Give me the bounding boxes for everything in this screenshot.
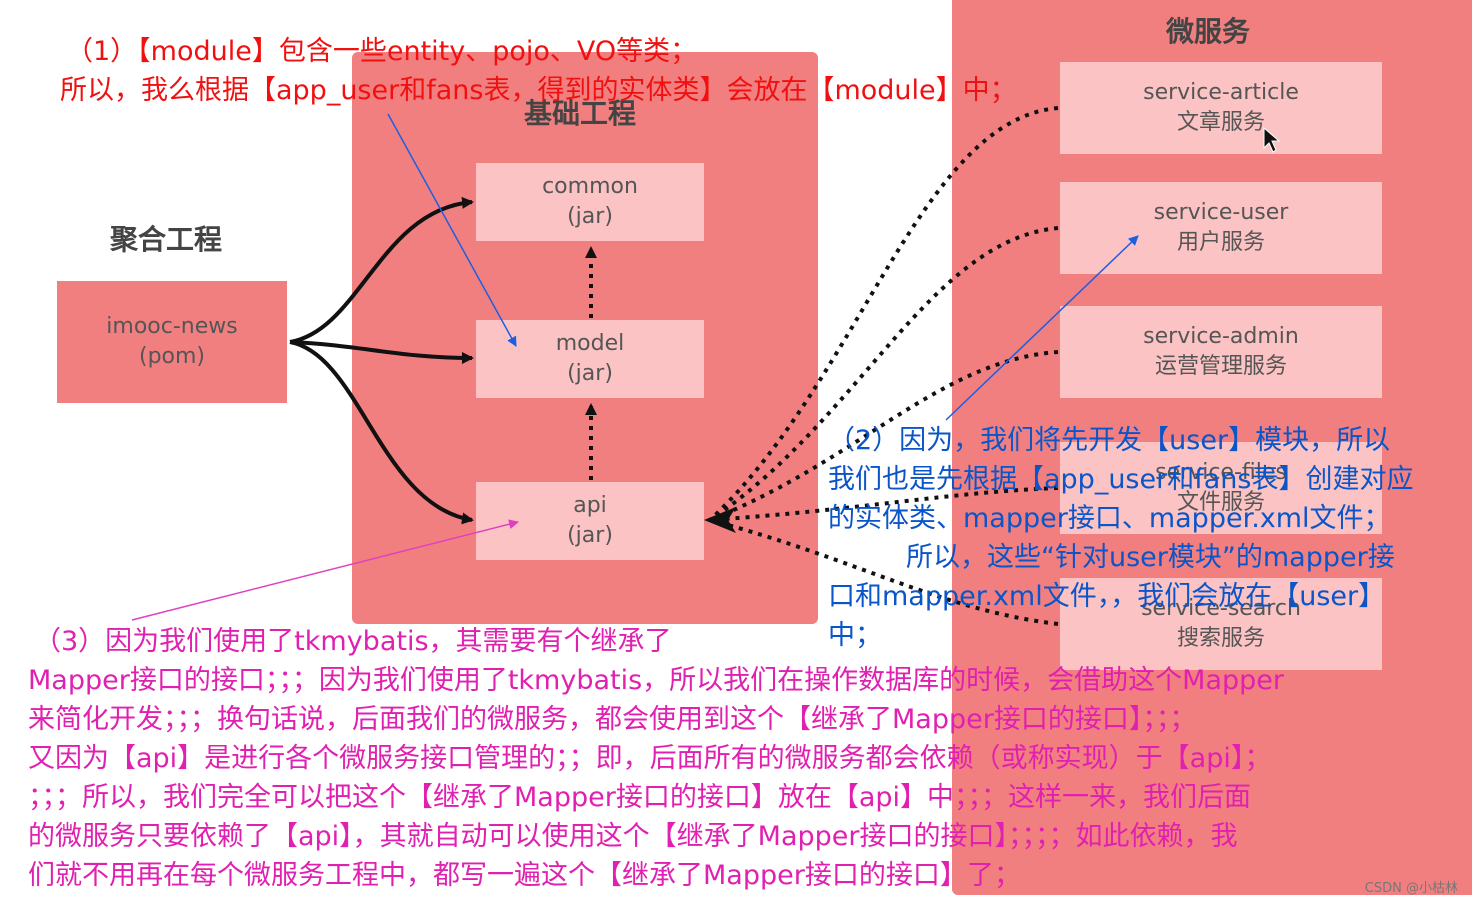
note-api-line-1: （3）因为我们使用了tkmybatis，其需要有个继承了 [34, 626, 672, 657]
note-user-line-1: （2）因为，我们将先开发【user】模块，所以 [828, 425, 1391, 456]
service-admin-box: service-admin 运营管理服务 [1060, 306, 1382, 398]
edge-files-api [709, 486, 1059, 522]
note-api-line-2: Mapper接口的接口；；；因为我们使用了tkmybatis，所以我们在操作数据… [28, 665, 1284, 696]
note-api-line-6: 的微服务只要依赖了【api】，其就自动可以使用这个【继承了Mapper接口的接口… [28, 821, 1238, 852]
api-box: api (jar) [476, 482, 704, 560]
service-admin-desc: 运营管理服务 [1154, 354, 1287, 379]
api-packaging: (jar) [567, 523, 613, 548]
note-module: （1）【module】包含一些entity、pojo、VO等类； 所以，我么根据… [60, 32, 1017, 110]
model-name: model [555, 331, 625, 356]
common-name: common [542, 174, 638, 199]
annotation-arrow-user [945, 235, 1139, 421]
service-user-desc: 用户服务 [1176, 230, 1265, 255]
aggregate-heading: 聚合工程 [110, 223, 223, 256]
note-user-line-2: 我们也是先根据【app_user和fans表】创建对应 [828, 464, 1414, 495]
note-user-line-5: 口和mapper.xml文件，，我们会放在【user】 [828, 581, 1386, 612]
service-user-name: service-user [1153, 200, 1289, 225]
note-module-line-1: （1）【module】包含一些entity、pojo、VO等类； [66, 36, 698, 67]
service-admin-name: service-admin [1143, 324, 1299, 349]
service-search-name: service-search [1141, 596, 1301, 621]
common-packaging: (jar) [567, 204, 613, 229]
service-files-desc: 文件服务 [1176, 490, 1265, 515]
service-article-name: service-article [1143, 80, 1299, 105]
service-search-desc: 搜索服务 [1176, 626, 1265, 651]
imooc-news-box: imooc-news (pom) [57, 281, 287, 403]
note-user-module: （2）因为，我们将先开发【user】模块，所以 我们也是先根据【app_user… [828, 421, 1413, 655]
service-article-box: service-article 文章服务 [1060, 62, 1382, 154]
imooc-news-name: imooc-news [106, 314, 238, 339]
note-module-line-2: 所以，我么根据【app_user和fans表，得到的实体类】会放在【module… [60, 75, 1017, 106]
note-api: （3）因为我们使用了tkmybatis，其需要有个继承了 Mapper接口的接口… [28, 622, 1284, 895]
service-files-name: service-files [1155, 460, 1287, 485]
note-api-line-4: 又因为【api】是进行各个微服务接口管理的；；即，后面所有的微服务都会依赖（或称… [28, 743, 1272, 774]
edge-article-api [708, 106, 1059, 522]
service-search-box: service-search 搜索服务 [1060, 578, 1382, 670]
imooc-news-packaging: (pom) [138, 344, 206, 369]
note-user-line-3: 的实体类、mapper接口、mapper.xml文件； [828, 503, 1391, 534]
annotation-arrow-api [131, 519, 519, 621]
api-arrowhead [704, 507, 736, 533]
edge-aggregate-common [289, 196, 474, 344]
model-box: model (jar) [476, 320, 704, 398]
cursor-icon [1263, 126, 1281, 153]
model-packaging: (jar) [567, 361, 613, 386]
edge-aggregate-api [289, 340, 474, 525]
note-user-line-4: 所以，这些“针对user模块”的mapper接 [906, 542, 1395, 573]
service-files-box: service-files 文件服务 [1060, 442, 1382, 534]
note-api-line-3: 来简化开发；；；换句话说，后面我们的微服务，都会使用到这个【继承了Mapper接… [28, 704, 1197, 735]
note-api-line-5: ；；；所以，我们完全可以把这个【继承了Mapper接口的接口】放在【api】中；… [28, 782, 1252, 813]
annotation-arrow-module [387, 113, 517, 347]
watermark: CSDN @小枯林 [1364, 881, 1458, 896]
service-article-desc: 文章服务 [1176, 110, 1265, 135]
note-api-line-7: 们就不用再在每个微服务工程中，都写一遍这个【继承了Mapper接口的接口】了； [28, 860, 1021, 891]
base-heading: 基础工程 [524, 97, 637, 130]
api-name: api [573, 493, 607, 518]
common-box: common (jar) [476, 163, 704, 241]
note-user-line-6: 中； [828, 620, 882, 651]
edge-user-api [708, 226, 1059, 522]
micro-heading: 微服务 [1166, 15, 1251, 48]
edge-aggregate-model [289, 340, 474, 364]
